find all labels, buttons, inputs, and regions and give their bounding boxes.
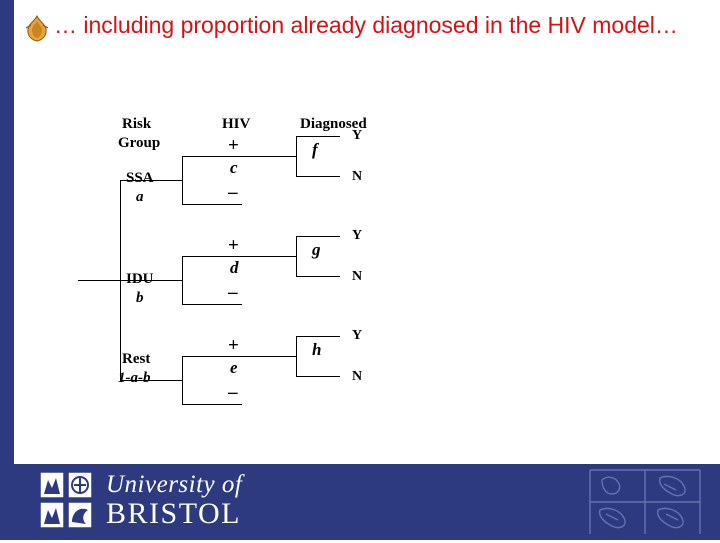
branch-1-hiv-positive-sign: + xyxy=(228,235,239,256)
branch-0-diagnosed-no: N xyxy=(352,169,363,184)
left-accent-bar xyxy=(0,0,14,464)
university-wordmark: University of BRISTOL xyxy=(106,472,242,529)
bristol-text: BRISTOL xyxy=(106,496,241,530)
branch-1-diag-yes-arm xyxy=(296,236,340,237)
branch-2-hiv-rate: e xyxy=(230,358,238,377)
flame-bullet-icon xyxy=(22,14,52,44)
branch-0-hiv-neg-arm xyxy=(182,204,242,205)
branch-1-group-param: b xyxy=(136,290,144,306)
branch-0-diagnosed-yes: Y xyxy=(352,128,363,143)
branch-1-diag-no-arm xyxy=(296,276,340,277)
branch-2-diag-no-arm xyxy=(296,376,340,377)
branch-2-group-name: Rest xyxy=(122,351,151,367)
branch-2-hiv-neg-arm xyxy=(182,404,242,405)
branch-0-diagnosed-rate: f xyxy=(312,140,318,159)
header-risk-group-line2: Group xyxy=(118,135,161,151)
branch-2-diag-yes-arm xyxy=(296,336,340,337)
branch-0-arm xyxy=(120,180,182,181)
branch-0-diag-no-arm xyxy=(296,176,340,177)
branch-2-diag-stem xyxy=(242,356,296,357)
branch-1-hiv-split xyxy=(182,256,183,304)
branch-1-arm xyxy=(120,280,182,281)
branch-2-diagnosed-rate: h xyxy=(312,340,322,359)
bristol-crest-icon xyxy=(38,470,94,530)
trunk-line xyxy=(78,280,120,281)
header-diagnosed: Diagnosed xyxy=(300,116,367,132)
branch-0-group-name: SSA xyxy=(126,170,154,186)
branch-1-hiv-pos-arm xyxy=(182,256,242,257)
branch-2-hiv-negative-sign: – xyxy=(228,382,238,403)
branch-1-diag-split xyxy=(296,236,297,276)
branch-1-hiv-neg-arm xyxy=(182,304,242,305)
branch-1-diag-stem xyxy=(242,256,296,257)
branch-2-hiv-split xyxy=(182,356,183,404)
university-of-text: University of xyxy=(106,470,243,498)
branch-2-hiv-positive-sign: + xyxy=(228,335,239,356)
branch-2-group-param: 1-a-b xyxy=(118,370,151,386)
branch-2-arm xyxy=(120,380,182,381)
university-logo: University of BRISTOL xyxy=(38,470,242,530)
bristol-coat-of-arms-icon xyxy=(580,466,710,538)
branch-1-diagnosed-yes: Y xyxy=(352,228,363,243)
branch-0-hiv-pos-arm xyxy=(182,156,242,157)
branch-1-hiv-negative-sign: – xyxy=(228,282,238,303)
header-risk-group-line1: Risk xyxy=(122,116,152,132)
page-title: … including proportion already diagnosed… xyxy=(54,12,678,38)
branch-1-diagnosed-rate: g xyxy=(312,240,321,259)
branch-2-diagnosed-yes: Y xyxy=(352,328,363,343)
branch-2-hiv-pos-arm xyxy=(182,356,242,357)
branch-0-hiv-negative-sign: – xyxy=(228,182,238,203)
slide-footer: University of BRISTOL xyxy=(0,464,720,540)
branch-1-diagnosed-no: N xyxy=(352,269,363,284)
slide-title-block: … including proportion already diagnosed… xyxy=(22,10,702,44)
branch-0-hiv-rate: c xyxy=(230,158,238,177)
branch-2-diagnosed-no: N xyxy=(352,369,363,384)
header-hiv: HIV xyxy=(222,116,251,132)
branch-0-diag-split xyxy=(296,136,297,176)
branch-0-hiv-positive-sign: + xyxy=(228,135,239,156)
branch-1-hiv-rate: d xyxy=(230,258,239,277)
hiv-model-tree-diagram: Risk Group HIV Diagnosed SSA a + c – f Y… xyxy=(78,108,420,405)
branch-0-hiv-split xyxy=(182,156,183,204)
branch-0-diag-stem xyxy=(242,156,296,157)
branch-1-group-name: IDU xyxy=(126,271,154,287)
branch-0-diag-yes-arm xyxy=(296,136,340,137)
branch-2-diag-split xyxy=(296,336,297,376)
branch-0-group-param: a xyxy=(136,189,144,205)
